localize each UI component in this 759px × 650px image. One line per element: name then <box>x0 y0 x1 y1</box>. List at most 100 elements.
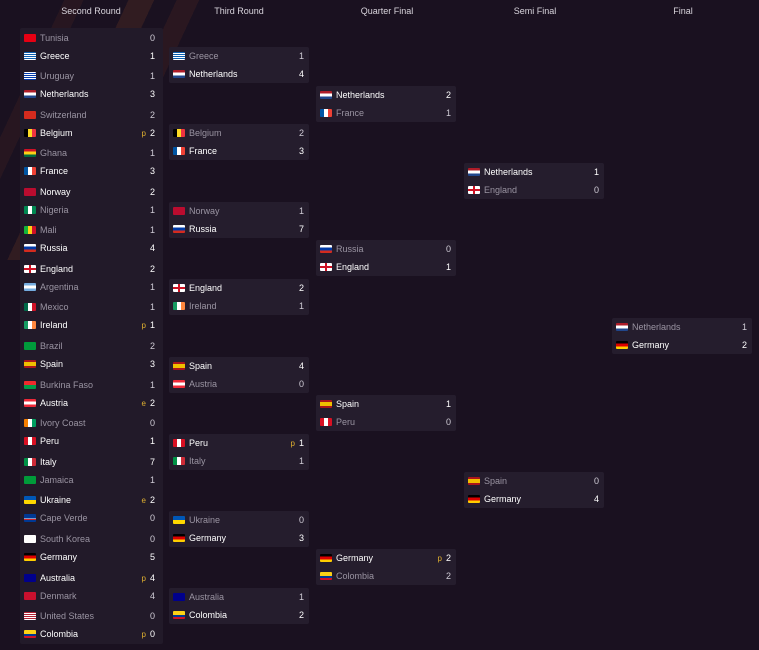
flag-icon <box>24 496 36 504</box>
team-name: Denmark <box>40 591 77 601</box>
flag-icon <box>24 167 36 175</box>
team-score: 1 <box>741 322 747 332</box>
team-score: 0 <box>298 515 304 525</box>
team-name: Mexico <box>40 302 69 312</box>
team-score: 2 <box>298 283 304 293</box>
